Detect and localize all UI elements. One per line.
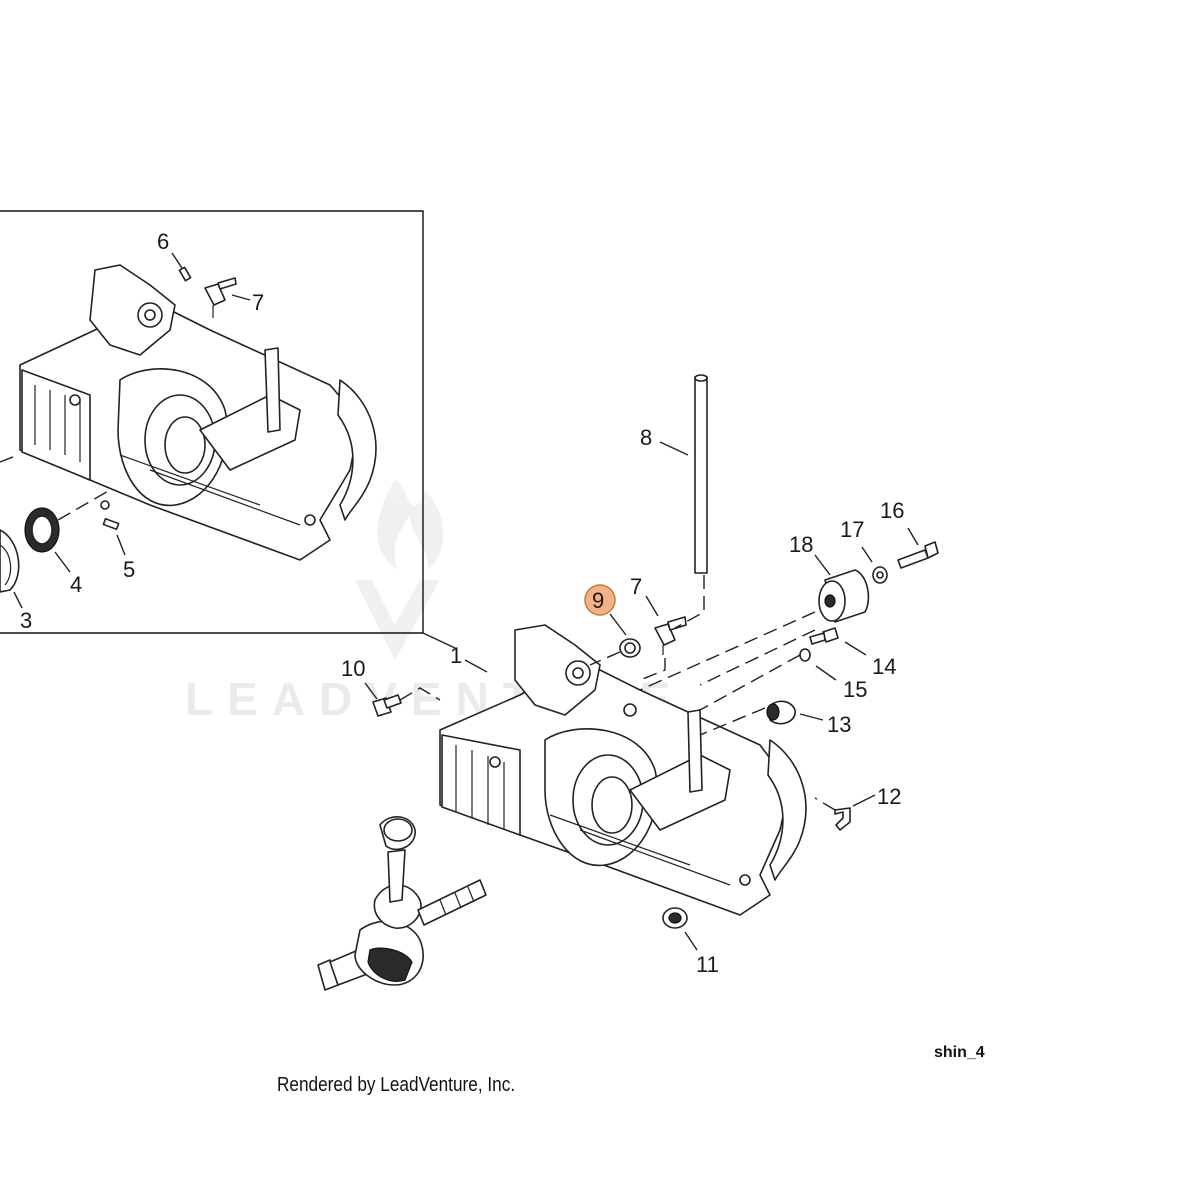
leader-lines xyxy=(13,252,919,951)
diagram-code: shin_4 xyxy=(934,1044,985,1061)
callout-11[interactable]: 11 xyxy=(696,952,719,977)
main-crankcase xyxy=(439,624,807,916)
callout-4[interactable]: 4 xyxy=(70,572,82,597)
inset-frame xyxy=(0,210,424,634)
rendered-by-credit: Rendered by LeadVenture, Inc. xyxy=(277,1074,516,1096)
callout-12[interactable]: 12 xyxy=(877,784,901,809)
callout-1[interactable]: 1 xyxy=(450,643,462,668)
part-8-rod xyxy=(694,376,708,574)
crankshaft xyxy=(317,816,487,991)
callout-16[interactable]: 16 xyxy=(880,498,904,523)
callout-14[interactable]: 14 xyxy=(872,654,896,679)
callout-7-main[interactable]: 7 xyxy=(630,574,642,599)
part-9-highlight[interactable] xyxy=(584,584,616,616)
callout-7-inset[interactable]: 7 xyxy=(252,290,264,315)
assembly-lines xyxy=(399,575,836,811)
callout-6[interactable]: 6 xyxy=(157,229,169,254)
callout-9[interactable]: 9 xyxy=(592,588,604,613)
callout-18[interactable]: 18 xyxy=(789,532,813,557)
small-parts xyxy=(372,374,939,929)
callout-17[interactable]: 17 xyxy=(840,517,864,542)
callout-15[interactable]: 15 xyxy=(843,677,867,702)
callout-13[interactable]: 13 xyxy=(827,712,851,737)
callout-10[interactable]: 10 xyxy=(341,656,365,681)
callout-8[interactable]: 8 xyxy=(640,425,652,450)
callout-3[interactable]: 3 xyxy=(20,608,32,633)
callout-5[interactable]: 5 xyxy=(123,557,135,582)
inset-crankcase xyxy=(0,264,377,593)
callout-labels: 1 3 4 5 6 7 7 8 9 10 11 12 13 14 15 16 1… xyxy=(20,229,904,977)
